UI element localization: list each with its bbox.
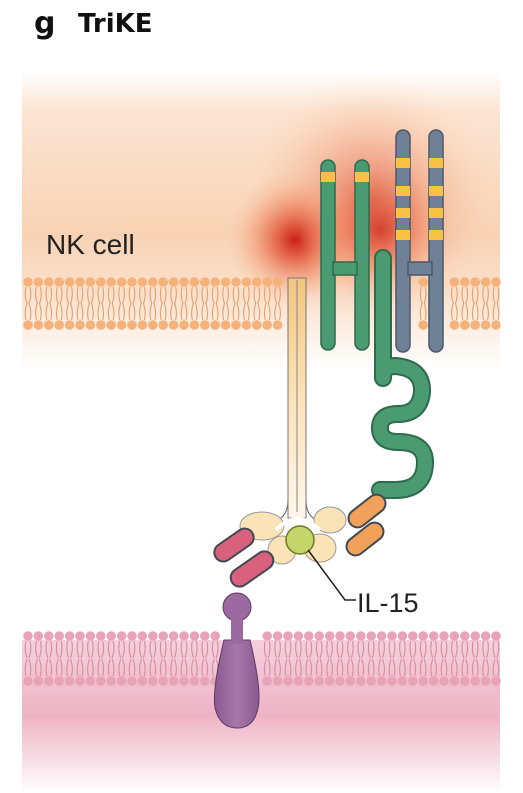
activating-receptor-grey [395,129,444,353]
activating-receptor-green [320,159,434,499]
target-cell-cytoplasm [22,640,500,793]
trike-core-domains [239,506,347,565]
scfv-pink [213,527,275,588]
target-antigen [213,592,260,729]
il15-label: IL-15 [357,588,419,618]
target-cell-membrane [23,631,501,686]
scfv-orange [345,493,387,557]
nk-cell-label: NK cell [46,229,135,260]
panel-title: TriKE [78,9,153,39]
il15-callout-line [307,549,356,601]
il15-domain [285,525,315,555]
panel-letter: g [34,6,56,41]
nk-cell-membrane [23,277,501,330]
